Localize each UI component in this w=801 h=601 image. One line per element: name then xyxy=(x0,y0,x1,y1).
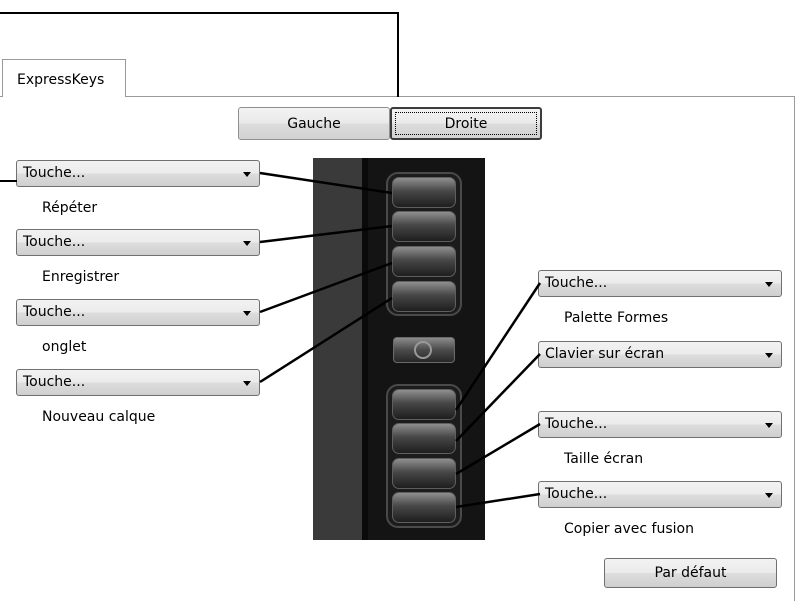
left-side-label: Gauche xyxy=(287,115,341,132)
chevron-down-icon xyxy=(765,493,773,498)
chevron-down-icon xyxy=(243,172,251,177)
right-side-button[interactable]: Droite xyxy=(390,107,542,140)
left-key-4-label: Nouveau calque xyxy=(42,409,156,425)
left-key-3-label: onglet xyxy=(42,339,87,355)
chevron-down-icon xyxy=(243,311,251,316)
focus-ring xyxy=(395,112,537,135)
dropdown-value: Touche... xyxy=(545,486,608,502)
left-key-4-dropdown[interactable]: Touche... xyxy=(16,369,260,396)
right-key-2-dropdown[interactable]: Clavier sur écran xyxy=(538,341,782,368)
chevron-down-icon xyxy=(765,353,773,358)
right-side-label: Droite xyxy=(444,115,488,132)
right-key-4-dropdown[interactable]: Touche... xyxy=(538,481,782,508)
right-key-4-label: Copier avec fusion xyxy=(564,521,694,537)
default-button-label: Par défaut xyxy=(654,565,727,581)
expresskey-6[interactable] xyxy=(392,423,456,454)
dropdown-value: Touche... xyxy=(23,234,86,250)
ring-icon xyxy=(414,341,432,359)
default-button[interactable]: Par défaut xyxy=(604,558,777,588)
expresskey-1[interactable] xyxy=(392,177,456,208)
expresskey-3[interactable] xyxy=(392,246,456,277)
chevron-down-icon xyxy=(765,423,773,428)
right-key-1-label: Palette Formes xyxy=(564,310,669,326)
dropdown-value: Clavier sur écran xyxy=(545,346,665,362)
expresskey-8[interactable] xyxy=(392,492,456,523)
touch-ring-button[interactable] xyxy=(393,337,455,363)
dropdown-value: Touche... xyxy=(545,275,608,291)
tablet-bezel-edge xyxy=(362,158,368,540)
right-key-3-dropdown[interactable]: Touche... xyxy=(538,411,782,438)
chevron-down-icon xyxy=(765,282,773,287)
right-key-3-label: Taille écran xyxy=(564,451,644,467)
dropdown-value: Touche... xyxy=(23,374,86,390)
expresskey-7[interactable] xyxy=(392,458,456,489)
dropdown-value: Touche... xyxy=(23,304,86,320)
dropdown-value: Touche... xyxy=(545,416,608,432)
tablet-bezel xyxy=(313,158,362,540)
chevron-down-icon xyxy=(243,381,251,386)
left-key-1-label: Répéter xyxy=(42,200,98,216)
chevron-down-icon xyxy=(243,241,251,246)
left-side-button[interactable]: Gauche xyxy=(238,107,390,140)
expresskey-5[interactable] xyxy=(392,389,456,420)
expresskey-4[interactable] xyxy=(392,281,456,312)
left-key-2-dropdown[interactable]: Touche... xyxy=(16,229,260,256)
expresskey-2[interactable] xyxy=(392,211,456,242)
dropdown-value: Touche... xyxy=(23,165,86,181)
right-key-1-dropdown[interactable]: Touche... xyxy=(538,270,782,297)
left-key-2-label: Enregistrer xyxy=(42,269,120,285)
tab-expresskeys[interactable]: ExpressKeys xyxy=(2,59,126,97)
left-key-3-dropdown[interactable]: Touche... xyxy=(16,299,260,326)
left-key-1-dropdown[interactable]: Touche... xyxy=(16,160,260,187)
tab-label: ExpressKeys xyxy=(17,72,105,88)
